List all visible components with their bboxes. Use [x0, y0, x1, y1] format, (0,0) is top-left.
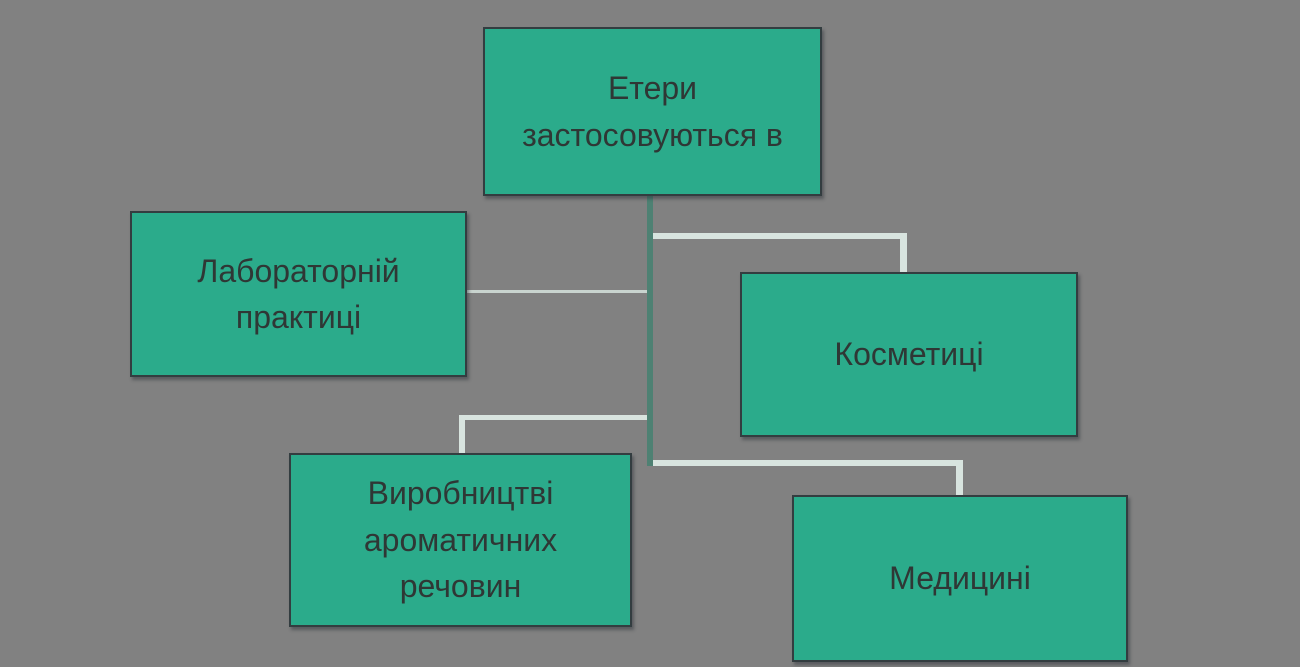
connector-lab-h	[467, 290, 647, 293]
node-lab-practice-label: Лабораторній практиці	[197, 252, 400, 335]
connector-medicine-v	[956, 460, 963, 497]
node-lab-practice: Лабораторній практиці	[130, 211, 467, 377]
node-aromatic-production-label: Виробництві ароматичних речовин	[363, 475, 558, 605]
connector-cosmetics-h	[653, 233, 905, 239]
node-cosmetics: Косметиці	[740, 272, 1078, 437]
connector-aromatic-h	[459, 415, 647, 420]
node-root: Етери застосовуються в	[483, 27, 822, 196]
node-root-label: Етери застосовуються в	[522, 70, 783, 153]
node-aromatic-production: Виробництві ароматичних речовин	[289, 453, 632, 627]
connector-medicine-h	[653, 460, 963, 466]
node-medicine-label: Медицині	[889, 560, 1031, 597]
connector-aromatic-v	[459, 415, 465, 455]
node-cosmetics-label: Косметиці	[834, 336, 984, 373]
connector-root-trunk	[647, 196, 653, 466]
node-medicine: Медицині	[792, 495, 1128, 662]
connector-cosmetics-v	[900, 233, 907, 274]
